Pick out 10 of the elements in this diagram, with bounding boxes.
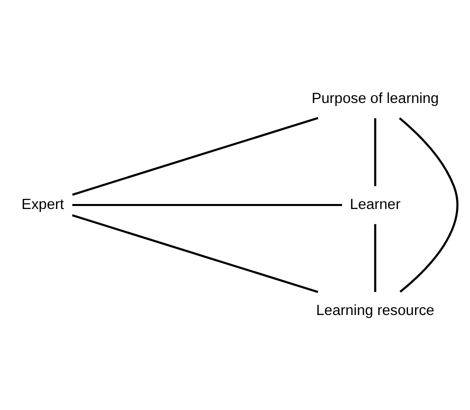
connector <box>72 204 342 206</box>
node-text: Purpose of learning <box>311 90 438 107</box>
node-text: Learner <box>349 196 400 213</box>
connector <box>72 116 318 196</box>
connector <box>398 117 458 293</box>
connector <box>374 118 376 186</box>
connector <box>71 214 318 293</box>
node-text: Learning resource <box>316 302 434 319</box>
node-text: Expert <box>21 196 64 213</box>
connector <box>374 224 376 292</box>
